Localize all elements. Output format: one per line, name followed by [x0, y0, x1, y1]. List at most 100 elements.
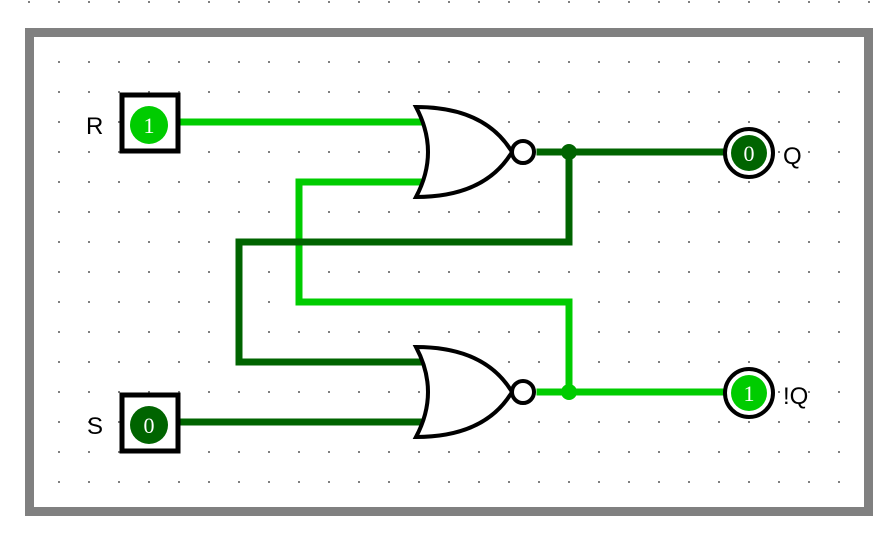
- grid-dot: [718, 241, 720, 243]
- grid-dot: [538, 481, 540, 483]
- grid-dot: [628, 181, 630, 183]
- grid-dot: [778, 361, 780, 363]
- grid-dot: [118, 211, 120, 213]
- grid-dot: [118, 391, 120, 393]
- grid-dot: [388, 211, 390, 213]
- input-pin-r[interactable]: 1: [119, 92, 181, 154]
- grid-dot: [448, 481, 450, 483]
- grid-dot: [238, 181, 240, 183]
- grid-dot: [328, 151, 330, 153]
- grid-dot: [778, 181, 780, 183]
- wire-q-feedback-to-nor2[interactable]: [235, 148, 573, 366]
- grid-dot: [418, 271, 420, 273]
- grid-dot: [178, 271, 180, 273]
- grid-dot: [688, 91, 690, 93]
- grid-dot: [118, 121, 120, 123]
- grid-dot: [208, 1, 210, 3]
- grid-dot: [88, 361, 90, 363]
- grid-dot: [268, 271, 270, 273]
- grid-dot: [598, 211, 600, 213]
- grid-dot: [628, 331, 630, 333]
- grid-dot: [148, 211, 150, 213]
- grid-dot: [148, 91, 150, 93]
- grid-dot: [118, 361, 120, 363]
- grid-dot: [298, 151, 300, 153]
- grid-dot: [808, 151, 810, 153]
- grid-dot: [658, 181, 660, 183]
- grid-dot: [148, 271, 150, 273]
- grid-dot: [208, 61, 210, 63]
- grid-dot: [88, 421, 90, 423]
- grid-dot: [838, 481, 840, 483]
- grid-dot: [388, 481, 390, 483]
- grid-dot: [118, 151, 120, 153]
- output-pin-nq: 1: [723, 367, 775, 419]
- grid-dot: [88, 241, 90, 243]
- grid-dot: [388, 91, 390, 93]
- grid-dot: [538, 1, 540, 3]
- grid-dot: [418, 151, 420, 153]
- grid-dot: [58, 1, 60, 3]
- grid-dot: [538, 451, 540, 453]
- grid-dot: [508, 331, 510, 333]
- grid-dot: [688, 241, 690, 243]
- grid-dot: [658, 241, 660, 243]
- grid-dot: [478, 91, 480, 93]
- grid-dot: [808, 211, 810, 213]
- grid-dot: [148, 61, 150, 63]
- nor-gate-1[interactable]: [412, 104, 536, 200]
- grid-dot: [208, 271, 210, 273]
- grid-dot: [418, 91, 420, 93]
- grid-dot: [478, 331, 480, 333]
- grid-dot: [118, 61, 120, 63]
- grid-dot: [508, 271, 510, 273]
- input-r-led: [130, 106, 168, 144]
- grid-dot: [778, 481, 780, 483]
- grid-dot: [748, 181, 750, 183]
- grid-dot: [148, 361, 150, 363]
- input-s-led: [130, 406, 168, 444]
- grid-dot: [838, 151, 840, 153]
- grid-dot: [748, 421, 750, 423]
- grid-dot: [598, 271, 600, 273]
- grid-dot: [508, 451, 510, 453]
- grid-dot: [328, 481, 330, 483]
- grid-dot: [388, 61, 390, 63]
- grid-dot: [688, 1, 690, 3]
- grid-dot: [88, 331, 90, 333]
- nor-2-bubble: [510, 379, 536, 405]
- output-q-label: Q: [783, 143, 802, 170]
- grid-dot: [118, 91, 120, 93]
- grid-dot: [478, 61, 480, 63]
- grid-dot: [538, 331, 540, 333]
- grid-dot: [688, 481, 690, 483]
- grid-dot: [328, 271, 330, 273]
- grid-dot: [658, 331, 660, 333]
- grid-dot: [88, 151, 90, 153]
- grid-dot: [748, 241, 750, 243]
- output-nq-led: [731, 375, 767, 411]
- wire-nq-feedback-to-nor1[interactable]: [295, 178, 573, 396]
- grid-dot: [628, 121, 630, 123]
- grid-dot: [808, 451, 810, 453]
- grid-dot: [148, 481, 150, 483]
- grid-dot: [118, 1, 120, 3]
- grid-dot: [538, 211, 540, 213]
- output-q-value: 0: [744, 141, 755, 166]
- grid-dot: [568, 121, 570, 123]
- input-pin-s[interactable]: 0: [119, 392, 181, 454]
- grid-dot: [298, 331, 300, 333]
- grid-dot: [508, 211, 510, 213]
- grid-dot: [508, 181, 510, 183]
- grid-dot: [838, 361, 840, 363]
- grid-dot: [358, 331, 360, 333]
- grid-dot: [118, 301, 120, 303]
- grid-dot: [118, 481, 120, 483]
- grid-dot: [808, 391, 810, 393]
- grid-dot: [478, 1, 480, 3]
- grid-dot: [448, 211, 450, 213]
- grid-dot: [598, 181, 600, 183]
- input-r-label: R: [86, 113, 103, 140]
- grid-dot: [328, 451, 330, 453]
- nor-gate-2[interactable]: [412, 344, 536, 440]
